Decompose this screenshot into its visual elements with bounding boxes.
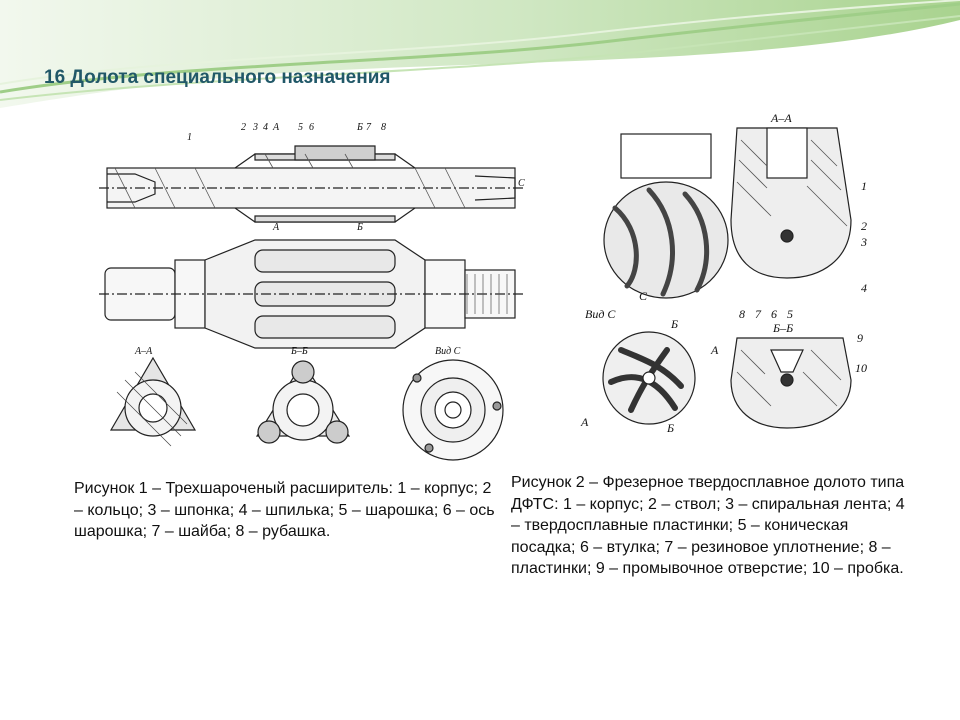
slide-title: 16 Долота специального назначения <box>44 67 391 88</box>
arrow-label-a-right: А <box>710 343 719 357</box>
callout-7: 7 <box>755 307 762 321</box>
callout-7: 7 <box>366 122 372 133</box>
section-label-b-b: Б–Б <box>772 321 793 335</box>
arrow-label-c: С <box>639 289 648 303</box>
callout-8: 8 <box>381 122 386 133</box>
callout-1: 1 <box>187 132 192 143</box>
callout-10: 10 <box>855 361 867 375</box>
callout-3: 3 <box>252 122 258 133</box>
callout-8: 8 <box>739 307 745 321</box>
section-label-view-c: Вид С <box>585 307 616 321</box>
callout-6: 6 <box>771 307 777 321</box>
callout-b-bottom: Б <box>356 222 363 233</box>
section-label-b-b: Б–Б <box>290 346 308 357</box>
arrow-label-b-bottom: Б <box>666 421 674 435</box>
callout-1: 1 <box>861 179 867 193</box>
section-label-a-a: А–А <box>770 111 792 125</box>
arrow-label-a-left: А <box>580 415 589 429</box>
callout-4: 4 <box>263 122 268 133</box>
callout-a-bottom: А <box>272 222 280 233</box>
callout-5: 5 <box>787 307 793 321</box>
section-label-a-a: А–А <box>134 346 153 357</box>
callout-b-top: Б <box>356 122 363 133</box>
callout-9: 9 <box>857 331 863 345</box>
callout-a-top: А <box>272 122 280 133</box>
callout-c: С <box>518 178 525 189</box>
reamer-technical-drawing: 1 2 3 4 А 5 6 Б 7 8 С А Б А–А Б–Б Вид С <box>99 122 525 461</box>
callout-2: 2 <box>861 219 867 233</box>
figure-2-bit-drawing: А–А Вид С Б–Б 1 2 3 4 8 7 6 5 9 10 С Б А… <box>571 110 878 435</box>
arrow-label-b-top: Б <box>670 317 678 331</box>
callout-2: 2 <box>241 122 246 133</box>
figure-2-caption: Рисунок 2 – Фрезерное твердосплавное дол… <box>511 474 905 578</box>
callout-5: 5 <box>298 122 303 133</box>
figure-1-caption: Рисунок 1 – Трехшароченый расширитель: 1… <box>74 480 495 541</box>
section-label-view-c: Вид С <box>435 346 461 357</box>
callout-3: 3 <box>860 235 867 249</box>
callout-6: 6 <box>309 122 314 133</box>
header-wave-banner <box>0 0 960 108</box>
callout-4: 4 <box>861 281 867 295</box>
bit-technical-drawing: А–А Вид С Б–Б 1 2 3 4 8 7 6 5 9 10 С Б А… <box>580 111 867 435</box>
figure-1-reamer-drawing: 1 2 3 4 А 5 6 Б 7 8 С А Б А–А Б–Б Вид С <box>95 110 535 470</box>
